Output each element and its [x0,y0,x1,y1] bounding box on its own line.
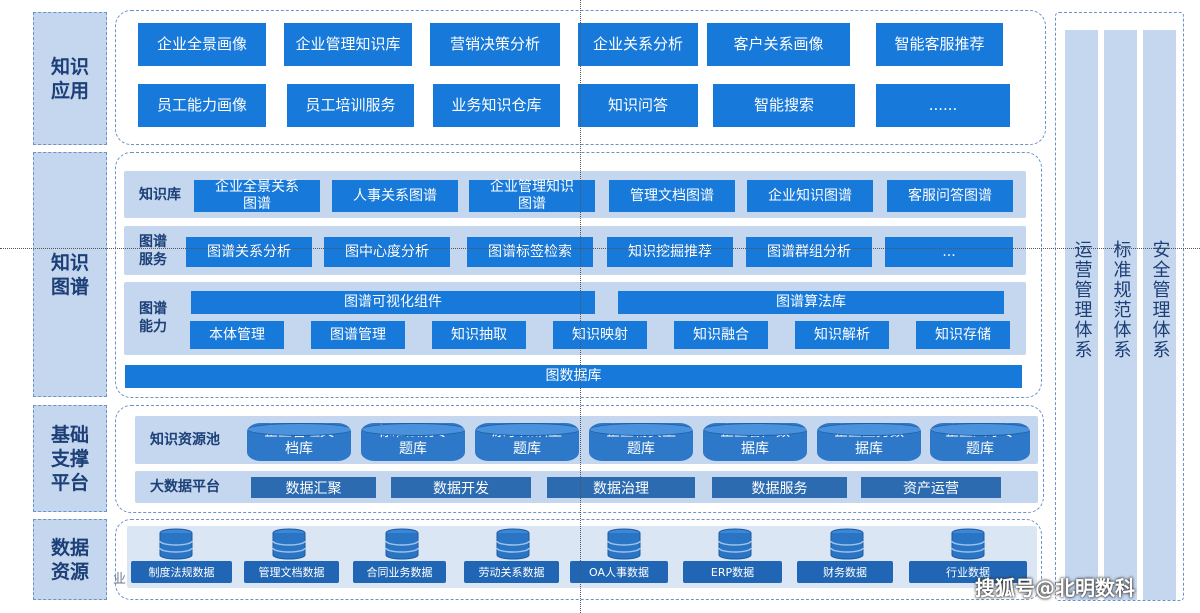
side-label: 运营管理体系 [1071,240,1093,360]
app-box: 企业管理知识库 [284,23,412,66]
bigdata-item: 资产运营 [861,477,1001,498]
database-icon [271,528,307,564]
svc-item: 知识挖掘推荐 [607,237,733,267]
kb-item: 企业管理知识 图谱 [469,179,595,212]
side-column-security: 安全管理体系 [1143,30,1176,600]
guide-line-horizontal [0,248,1200,249]
cap-item: 知识存储 [916,321,1010,349]
stray-text: 业 [113,572,127,587]
app-box: 员工能力画像 [138,84,266,127]
pool-cylinder: 企业管理文 档库 [247,423,351,461]
side-label: 安全管理体系 [1149,240,1171,360]
cap-label: 图谱 能力 [139,301,167,335]
guide-line-vertical [580,0,581,613]
pool-cylinder: 原子知识主 题库 [475,423,579,461]
database-icon [950,528,986,564]
layer-label-graph: 知识 图谱 [33,152,107,397]
bigdata-label: 大数据平台 [150,479,220,495]
svc-item: 图谱关系分析 [186,237,312,267]
bigdata-item: 数据服务 [712,477,847,498]
pool-cylinder: 标准法规专 题库 [361,423,465,461]
kb-item: 企业知识图谱 [747,180,873,212]
cap-item: 知识映射 [553,321,647,349]
source-box: 管理文档数据 [244,561,339,583]
app-box: 营销决策分析 [430,23,560,66]
app-box: 业务知识仓库 [433,84,560,127]
kb-item: 管理文档图谱 [609,180,735,212]
bigdata-item: 数据汇聚 [251,477,376,498]
kb-label: 知识库 [139,186,181,203]
kb-item: 人事关系图谱 [332,180,458,212]
database-icon [606,528,642,564]
svc-item: 图中心度分析 [324,237,450,267]
source-box: 合同业务数据 [353,561,446,583]
source-box: 劳动关系数据 [464,561,559,583]
pool-cylinder: 企业物资主 题库 [589,423,693,461]
cap-item: 知识抽取 [432,321,526,349]
svc-item: 图谱群组分析 [746,237,872,267]
database-icon [158,528,194,564]
database-icon [717,528,753,564]
graph-database-bar: 图数据库 [125,365,1022,388]
app-box: 客户关系画像 [707,23,850,66]
svc-item: ... [885,237,1013,267]
source-box: 财务数据 [797,561,893,583]
app-box: 智能客服推荐 [876,23,1003,66]
side-column-ops: 运营管理体系 [1065,30,1098,600]
cap-wide-item: 图谱算法库 [618,291,1004,314]
cap-wide-item: 图谱可视化组件 [191,291,595,314]
pool-cylinder: 企业客户数 据库 [703,423,807,461]
app-box: ...... [876,84,1010,127]
cap-item: 知识融合 [674,321,768,349]
cap-item: 本体管理 [190,321,284,349]
app-box: 智能搜索 [713,84,855,127]
source-box: ERP数据 [683,561,782,583]
svc-item: 图谱标签检索 [467,237,593,267]
pool-label: 知识资源池 [150,432,220,448]
side-column-standard: 标准规范体系 [1104,30,1137,600]
bigdata-item: 数据治理 [547,477,695,498]
app-box: 企业全景画像 [138,23,266,66]
cap-item: 知识解析 [795,321,889,349]
source-box: 行业数据 [909,561,1027,583]
side-label: 标准规范体系 [1110,240,1132,360]
pool-cylinder: 企业人才专 题库 [930,423,1030,461]
layer-label-data: 数据 资源 [33,519,107,600]
kb-item: 客服问答图谱 [887,180,1013,212]
app-box: 员工培训服务 [287,84,414,127]
watermark: 搜狐号@北明数科 [975,576,1135,600]
layer-label-base: 基础 支撑 平台 [33,405,107,512]
layer-label-app: 知识 应用 [33,12,107,145]
bigdata-item: 数据开发 [391,477,531,498]
kb-item: 企业全景关系 图谱 [194,179,320,212]
app-box: 企业关系分析 [578,23,698,66]
app-box: 知识问答 [578,84,698,127]
database-icon [384,528,420,564]
cap-item: 图谱管理 [311,321,405,349]
pool-cylinder: 企业业务数 据库 [817,423,921,461]
source-box: OA人事数据 [570,561,668,583]
database-icon [829,528,865,564]
svc-label: 图谱 服务 [139,233,167,268]
source-box: 制度法规数据 [131,561,232,583]
database-icon [495,528,531,564]
